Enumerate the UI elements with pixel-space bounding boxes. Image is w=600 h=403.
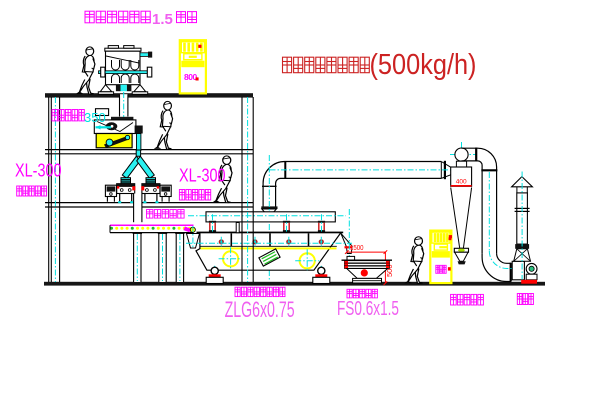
svg-text:1500: 1500	[350, 245, 364, 252]
svg-text:400: 400	[456, 179, 467, 186]
svg-text:XL-300: XL-300	[179, 164, 226, 185]
svg-text:500: 500	[385, 264, 394, 277]
svg-text:350: 350	[84, 110, 106, 125]
svg-text:ZLG6x0.75: ZLG6x0.75	[225, 297, 295, 322]
svg-text:1.5: 1.5	[152, 11, 173, 28]
svg-text:FS0.6x1.5: FS0.6x1.5	[337, 297, 399, 320]
svg-text:800: 800	[184, 72, 197, 82]
svg-text:(500kg/h): (500kg/h)	[370, 49, 477, 81]
svg-text:XL-300: XL-300	[15, 159, 62, 180]
